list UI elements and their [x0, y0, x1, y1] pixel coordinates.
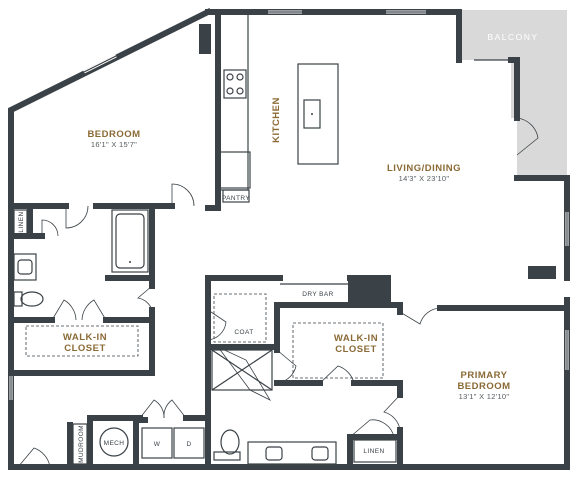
- double-vanity: [247, 441, 337, 465]
- shower: [211, 349, 273, 391]
- kitchen: KITCHEN PANTRY: [217, 13, 339, 203]
- linen-left-label: LINEN: [18, 211, 25, 232]
- mudroom: [72, 423, 88, 465]
- cooktop: [223, 69, 247, 99]
- primary-dims: 13'1" X 12'10": [459, 392, 510, 401]
- dryer: [173, 427, 205, 459]
- mudroom-label: MUDROOM: [78, 425, 85, 463]
- pantry-label: PANTRY: [222, 195, 250, 202]
- dryer-label: D: [186, 441, 191, 448]
- entry-door: [17, 447, 51, 468]
- bedroom-label: BEDROOM: [87, 129, 140, 140]
- sink-icon: [311, 446, 329, 461]
- living-label: LIVING/DINING: [387, 163, 461, 174]
- balcony-door: [516, 117, 539, 156]
- sink-icon: [265, 446, 283, 461]
- pantry: [222, 189, 250, 203]
- kitchen-island: [297, 63, 339, 165]
- mech-unit: [99, 427, 129, 457]
- primary-label: PRIMARY: [461, 370, 508, 381]
- linen-right: [353, 439, 397, 463]
- primary-label2: BEDROOM: [457, 381, 510, 392]
- dry-bar-area: DRY BAR COAT: [213, 283, 348, 343]
- washer: [141, 427, 173, 459]
- window-lines: [10, 11, 568, 400]
- vanity-sink-icon: [13, 253, 37, 281]
- bathtub: [111, 209, 149, 273]
- kitchen-label: KITCHEN: [271, 97, 282, 143]
- linen-right-label: LINEN: [363, 448, 384, 455]
- toilet-icon: [213, 451, 241, 461]
- refrigerator: [217, 151, 251, 189]
- balcony-label: BALCONY: [487, 32, 538, 42]
- bathroom-left: LINEN: [13, 209, 149, 307]
- toilet-icon: [13, 291, 23, 307]
- bathroom-right: LINEN: [211, 349, 384, 465]
- burner-icon: [226, 87, 234, 95]
- walkin-right-label: WALK-IN: [334, 333, 378, 344]
- walk-in-closet-right: WALK-IN CLOSET: [292, 322, 384, 379]
- bedroom-dims: 16'1" X 15'7": [91, 140, 137, 149]
- burner-icon: [236, 73, 244, 81]
- walk-in-closet-left: WALK-IN CLOSET: [25, 325, 139, 357]
- living-dims: 14'3" X 23'10": [399, 174, 450, 183]
- walkin-right-label2: CLOSET: [335, 344, 377, 355]
- burner-icon: [236, 87, 244, 95]
- dry-bar-label: DRY BAR: [302, 291, 333, 298]
- doors: [17, 117, 539, 468]
- bedroom-door: [171, 183, 195, 207]
- walkin-left-label: WALK-IN: [63, 332, 107, 343]
- balcony: BALCONY: [459, 10, 567, 181]
- room-labels: BEDROOM 16'1" X 15'7" LIVING/DINING 14'3…: [87, 129, 510, 401]
- structural-blocks: [199, 24, 556, 306]
- sink-icon: [303, 99, 321, 129]
- walkin-left-label2: CLOSET: [64, 343, 106, 354]
- mech-label: MECH: [104, 440, 125, 447]
- washer-label: W: [154, 441, 161, 448]
- linen-left: [13, 209, 28, 235]
- coat-label: COAT: [234, 329, 253, 336]
- interior-walls: [8, 9, 570, 470]
- burner-icon: [226, 73, 234, 81]
- utility: MECH W D MUDROOM: [72, 423, 205, 465]
- kitchen-counter: [219, 13, 249, 191]
